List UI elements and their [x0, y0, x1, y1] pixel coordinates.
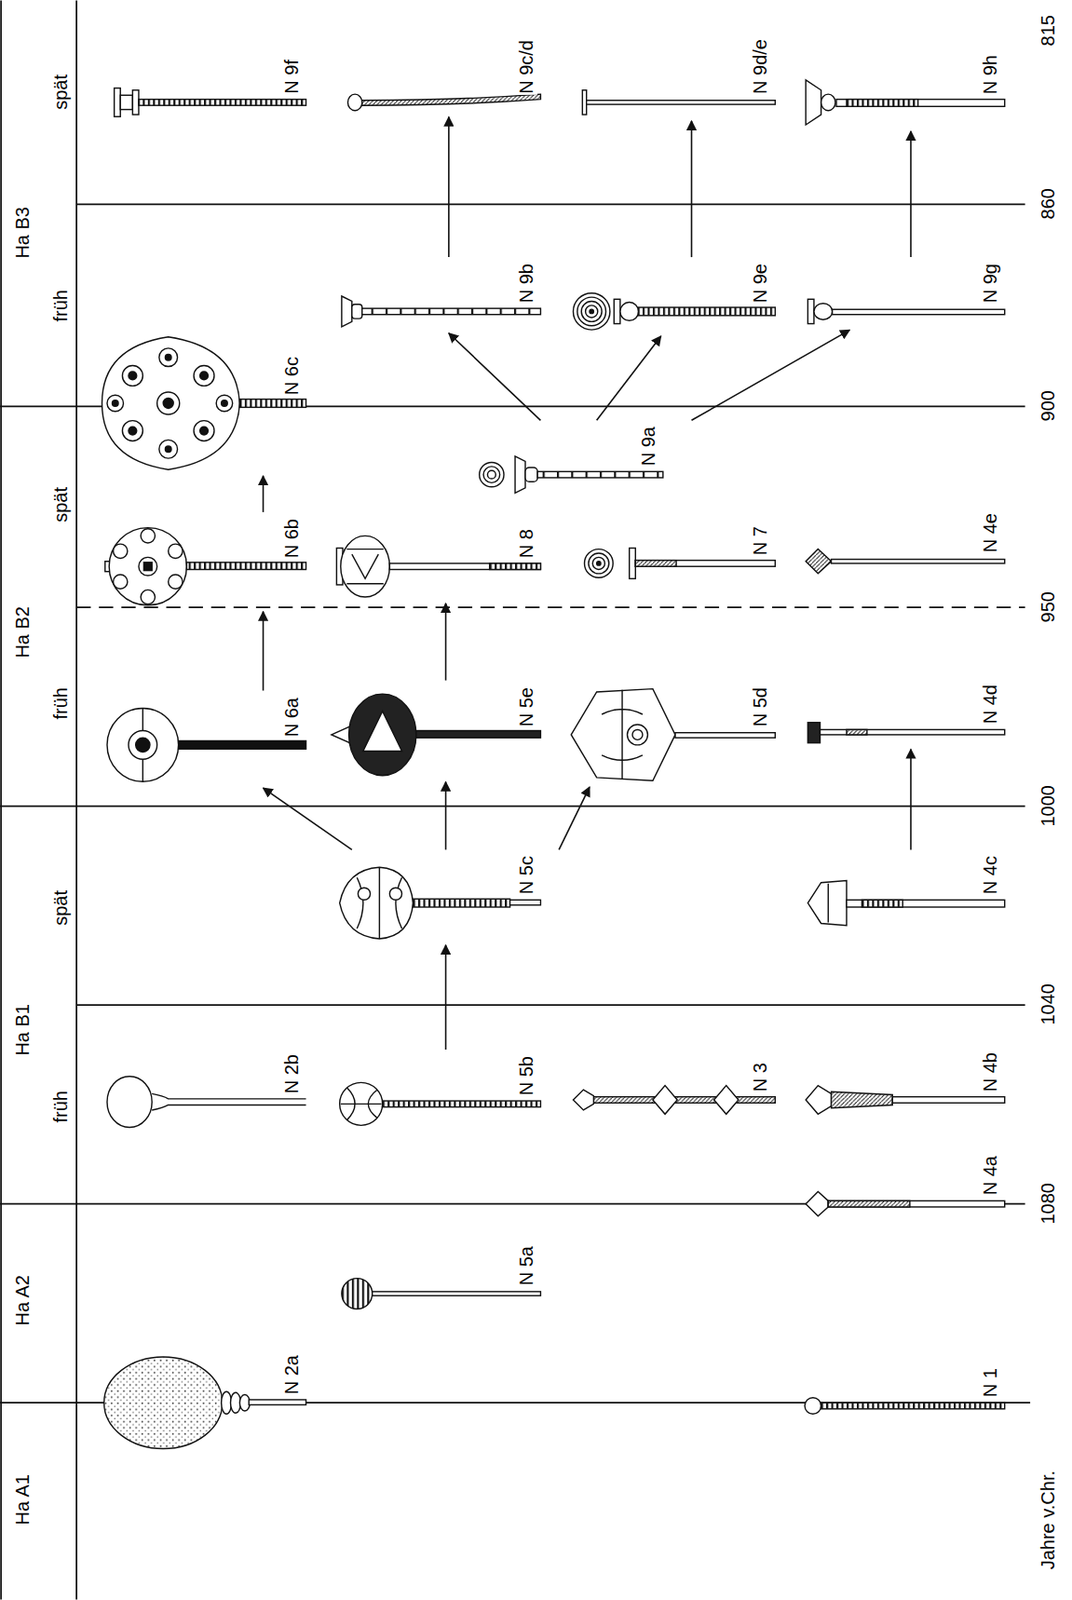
year-label: 1000	[1037, 784, 1059, 828]
type-label: N 9f	[281, 58, 303, 95]
pin-type: N 8	[332, 526, 545, 600]
type-label: N 9h	[979, 54, 1002, 95]
pin-type: N 4e	[801, 510, 1009, 576]
development-arrow	[263, 787, 353, 850]
pin-type: N 2a	[97, 1352, 311, 1452]
year-label: 950	[1037, 590, 1059, 624]
type-label: N 9e	[749, 262, 772, 304]
pin-type: N 3	[569, 1059, 780, 1117]
pin-type: N 9d/e	[578, 36, 780, 118]
type-label: N 5a	[515, 1245, 538, 1287]
pin-type: N 9b	[337, 260, 544, 330]
development-arrow	[448, 333, 542, 421]
development-arrow	[597, 336, 662, 421]
year-label: 860	[1037, 187, 1059, 220]
type-label: N 3	[749, 1061, 772, 1093]
year-label: 815	[1037, 13, 1059, 47]
development-arrow	[909, 131, 912, 258]
pin-type: N 6c	[97, 333, 311, 473]
development-arrow	[692, 329, 851, 421]
pin-type: N 6a	[103, 694, 311, 786]
development-arrow	[447, 117, 450, 258]
pin-type: N 5c	[335, 853, 545, 941]
phase-label: Ha B1	[12, 1003, 34, 1058]
phase-label: Ha B2	[12, 605, 34, 660]
phase-label: Ha B3	[12, 205, 34, 260]
development-arrow	[445, 945, 448, 1050]
type-label: N 9d/e	[749, 38, 772, 95]
pin-type: N 6b	[100, 515, 311, 609]
pin-type: N 9a	[474, 423, 667, 496]
pin-type: N 9c/d	[343, 37, 545, 114]
type-label: N 9a	[637, 425, 660, 467]
phase-label: früh	[50, 1089, 72, 1124]
year-label: 1080	[1037, 1181, 1059, 1226]
pin-type: N 1	[800, 1365, 1009, 1418]
pin-type: N 9f	[109, 56, 311, 120]
pin-type: N 5e	[327, 684, 545, 779]
type-label: N 4d	[979, 683, 1002, 725]
pin-type: N 5b	[335, 1053, 545, 1128]
phase-label: spät	[50, 73, 72, 111]
phase-label: Ha A2	[12, 1274, 34, 1327]
development-arrow	[262, 475, 265, 513]
phase-label: früh	[50, 686, 72, 720]
type-label: N 4a	[979, 1154, 1002, 1196]
pin-type: N 2b	[103, 1051, 311, 1131]
type-label: N 5c	[515, 854, 538, 896]
type-label: N 1	[979, 1367, 1002, 1398]
pin-type: N 9e	[569, 260, 780, 333]
pin-type: N 4c	[803, 853, 1009, 928]
type-label: N 4b	[979, 1051, 1002, 1093]
phase-label: spät	[50, 889, 72, 927]
type-label: N 9c/d	[515, 39, 538, 95]
pin-type: N 5d	[567, 684, 780, 784]
pin-type: N 5a	[337, 1243, 544, 1313]
type-label: N 8	[515, 528, 538, 559]
type-label: N 9g	[979, 262, 1002, 304]
type-label: N 2b	[281, 1053, 303, 1095]
pin-type: N 4a	[801, 1153, 1009, 1219]
phase-label: spät	[50, 486, 72, 524]
development-arrow	[909, 749, 912, 851]
type-label: N 6c	[281, 355, 303, 396]
type-label: N 5d	[749, 686, 772, 728]
development-arrow	[691, 121, 693, 258]
pin-type: N 4b	[801, 1049, 1009, 1118]
development-arrow	[262, 611, 265, 692]
pin-type: N 9g	[803, 260, 1009, 326]
type-label: N 6a	[281, 696, 303, 738]
pin-type: N 4d	[803, 681, 1009, 746]
chronology-grid	[0, 0, 1031, 1600]
phase-label: früh	[50, 288, 72, 323]
development-arrow	[558, 787, 590, 850]
pin-type: N 7	[580, 523, 780, 583]
development-arrow	[445, 603, 448, 681]
type-label: N 7	[749, 525, 772, 557]
type-label: N 2a	[281, 1354, 303, 1396]
year-label: 1040	[1037, 982, 1059, 1027]
type-label: N 4e	[979, 512, 1002, 554]
type-label: N 5e	[515, 686, 538, 728]
type-label: N 5b	[515, 1055, 538, 1097]
type-label: N 6b	[281, 517, 303, 559]
type-label: N 9b	[515, 262, 538, 304]
axis-title: Jahre v.Chr.	[1037, 1469, 1059, 1571]
pin-type: N 9h	[801, 52, 1009, 128]
phase-label: Ha A1	[12, 1473, 34, 1526]
development-arrow	[445, 782, 448, 851]
type-label: N 4c	[979, 854, 1002, 896]
pin-drawings	[102, 80, 1005, 1450]
year-label: 900	[1037, 389, 1059, 422]
